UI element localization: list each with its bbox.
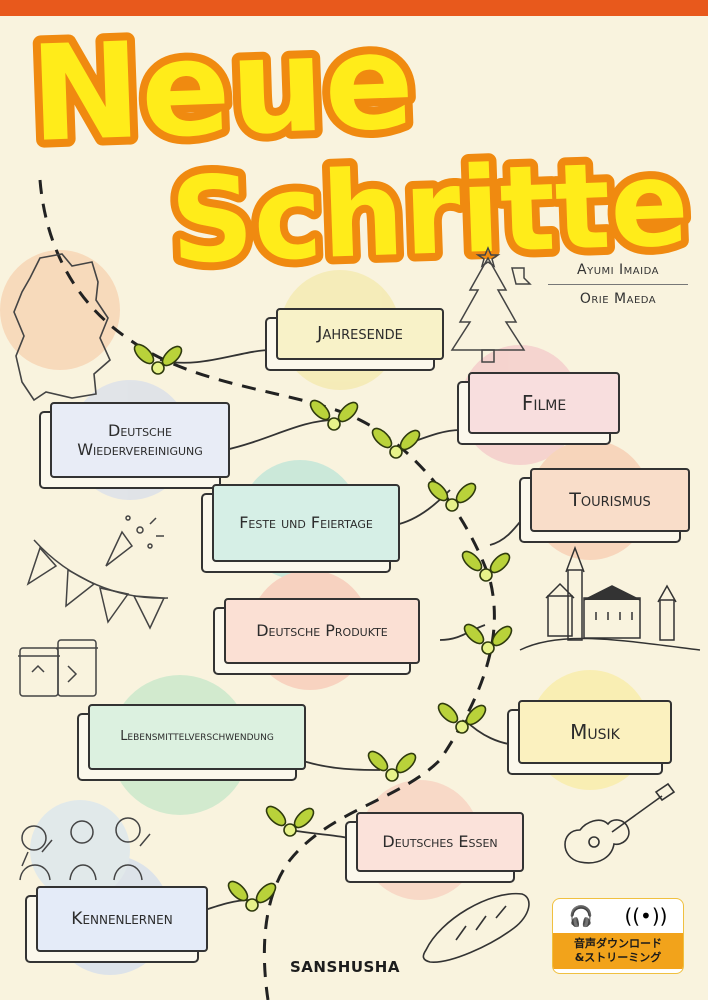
castle-icon [519,545,701,651]
leaves [133,343,513,912]
topic-filme: Filme [468,372,620,434]
topic-deutsches-essen: Deutsches Essen [356,812,524,872]
author-divider [548,284,688,285]
authors: Ayumi Imaida Orie Maeda [548,262,688,307]
badge-line2: &ストリーミング [574,951,662,964]
badge-line1: 音声ダウンロード [574,937,662,950]
topic-kennenlernen: Kennenlernen [36,886,208,952]
dashed-path [38,179,496,1000]
party-popper-icon [105,515,164,567]
headphones-icon: 🎧 [568,904,594,928]
title-line1: Neue [28,5,417,172]
recycling-bins-icon [18,639,98,697]
top-color-bar [0,0,708,16]
author-1: Ayumi Imaida [577,262,659,278]
topic-feste-und-feiertage: Feste und Feiertage [212,484,400,562]
guitar-icon [564,782,676,864]
topic-musik: Musik [518,700,672,764]
topic-jahresende: Jahresende [276,308,444,360]
publisher-name: SANSHUSHA [290,958,400,976]
book-title: Neue Schritte [20,0,699,298]
badge-text: 音声ダウンロード &ストリーミング [553,933,683,969]
topic-deutsche-wiedervereinigung: Deutsche Wiedervereinigung [50,402,230,478]
bread-icon [422,892,530,963]
title-line2: Schritte [168,134,691,290]
topic-deutsche-produkte: Deutsche Produkte [224,598,420,664]
badge-icons: 🎧 ((•)) [553,899,683,933]
topic-tourismus: Tourismus [530,468,690,532]
germany-map [13,253,111,402]
people-icon [19,817,151,881]
author-2: Orie Maeda [579,291,657,307]
topic-lebensmittelverschwendung: Lebensmittelverschwendung [88,704,306,770]
streaming-icon: ((•)) [624,904,668,928]
christmas-tree-icon [450,246,532,363]
garland-icon [26,539,169,630]
audio-download-badge: 🎧 ((•)) 音声ダウンロード &ストリーミング [552,898,684,974]
